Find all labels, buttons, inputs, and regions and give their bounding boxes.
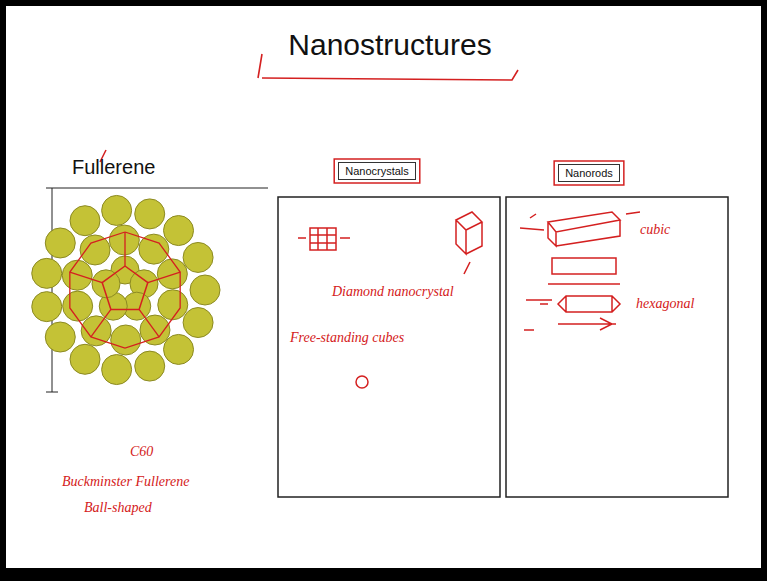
bond-sketch: [148, 272, 180, 283]
carbon-atom: [81, 316, 111, 346]
box-sketch: [456, 212, 482, 254]
carbon-atom: [158, 290, 188, 320]
heading-box: Nanorods: [558, 164, 620, 182]
handwritten-note: Buckminster Fullerene: [62, 474, 189, 490]
carbon-atom: [164, 334, 194, 364]
bond-sketch: [102, 266, 148, 309]
carbon-atom: [63, 291, 93, 321]
bond-sketch: [139, 309, 159, 337]
heading-text: Nanorods: [565, 167, 613, 179]
handwritten-highlight: [334, 159, 420, 183]
bond-sketch: [91, 309, 111, 337]
bond-sketch: [70, 272, 102, 283]
carbon-atom: [45, 322, 75, 352]
tick-sketch: [464, 262, 470, 274]
carbon-atom: [164, 216, 194, 246]
carbon-atom: [32, 292, 62, 322]
handwritten-underline: [100, 54, 518, 162]
carbon-atom: [111, 325, 141, 355]
dimension-bracket: [46, 188, 268, 392]
handwritten-note: Free-standing cubes: [290, 330, 404, 346]
carbon-atom: [135, 199, 165, 229]
section-heading: Fullerene: [72, 156, 155, 179]
carbon-atom: [70, 344, 100, 374]
circle-sketch: [356, 376, 368, 388]
handwritten-note: Ball-shaped: [84, 500, 152, 516]
carbon-atom: [45, 228, 75, 258]
slide-title: Nanostructures: [288, 28, 491, 62]
carbon-atom: [102, 195, 132, 225]
handwritten-note: cubic: [640, 222, 670, 238]
fullerene-illustration: [32, 195, 220, 384]
carbon-atom: [70, 206, 100, 236]
carbon-atom: [183, 242, 213, 272]
grid-sketch: [298, 228, 350, 250]
heading-text: Nanocrystals: [345, 165, 409, 177]
carbon-atom: [139, 234, 169, 264]
handwritten-sketch: [520, 212, 640, 330]
tick-sketch: [524, 300, 616, 330]
handwritten-note: C60: [130, 444, 153, 460]
bond-sketch: [70, 232, 180, 348]
carbon-atom: [183, 308, 213, 338]
handwritten-highlight: [554, 161, 624, 185]
carbon-atom: [80, 235, 110, 265]
handwritten-note: Diamond nanocrystal: [332, 284, 454, 300]
carbon-atom: [135, 351, 165, 381]
grid-sketch: [310, 228, 336, 250]
carbon-atom: [62, 260, 92, 290]
carbon-atom: [157, 259, 187, 289]
handwritten-sketch: [298, 212, 482, 388]
carbon-atom: [109, 225, 139, 255]
hexrod-sketch: [558, 296, 620, 312]
carbon-atom: [190, 275, 220, 305]
carbon-atom: [140, 315, 170, 345]
carbon-atom: [102, 355, 132, 385]
dimension-sketch: [548, 283, 620, 285]
rod-sketch: [552, 258, 616, 274]
bond-sketch: [124, 232, 125, 266]
rod-sketch: [548, 212, 620, 246]
panel-frame: [278, 197, 500, 497]
tick-sketch: [520, 212, 640, 230]
heading-box: Nanocrystals: [338, 162, 416, 180]
panel-frame: [506, 197, 728, 497]
handwritten-note: hexagonal: [636, 296, 694, 312]
carbon-atom: [32, 258, 62, 288]
